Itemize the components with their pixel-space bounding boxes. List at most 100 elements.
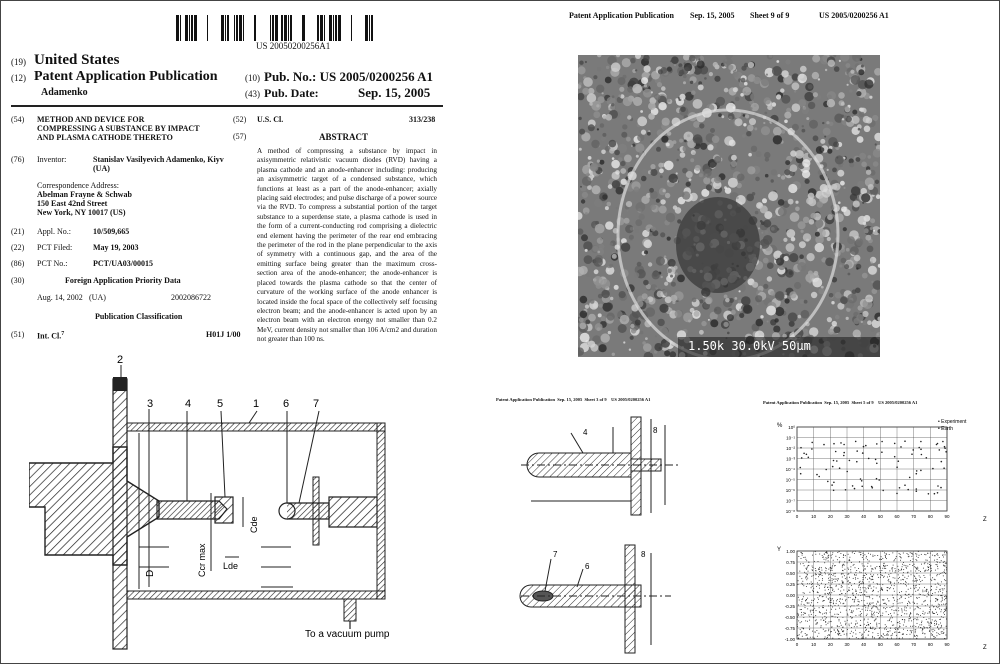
svg-text:70: 70 [911, 642, 917, 647]
svg-text:10⁻⁴: 10⁻⁴ [786, 467, 795, 472]
abstract-text: A method of compressing a substance by i… [257, 147, 437, 344]
legend-experiment: • Experiment [938, 419, 967, 425]
svg-text:10⁻²: 10⁻² [786, 446, 795, 451]
label-5: 5 [217, 398, 223, 410]
svg-text:-0.50: -0.50 [785, 615, 796, 620]
sem-micrograph: 1.50k 30.0kV 50μm [578, 55, 880, 357]
flange-top [630, 416, 642, 516]
dim-cde: Cde [249, 516, 259, 533]
fig5-y-label-top: % [777, 423, 783, 429]
label-6: 6 [283, 398, 289, 410]
correspondence-line-3: New York, NY 10017 (US) [37, 208, 126, 217]
sheet9-number: US 2005/0200256 A1 [819, 11, 889, 20]
int-cl-label: Int. Cl.7 [37, 331, 65, 341]
code-12: (12) [11, 73, 26, 83]
sem-texture [578, 55, 880, 357]
int-cl: H01J 1/00 [206, 330, 241, 339]
dim-d: D [145, 570, 156, 577]
label-1: 1 [253, 398, 259, 410]
svg-text:-0.25: -0.25 [785, 604, 796, 609]
cathode-holder [29, 446, 160, 566]
fig3-label-7: 7 [553, 550, 558, 559]
device-drawing: 2 3 4 5 1 6 7 Ccr max Lde Cde D To a vac… [29, 354, 390, 650]
dim-lde: Lde [223, 561, 238, 571]
svg-text:10⁻³: 10⁻³ [786, 457, 795, 462]
label-7: 7 [313, 398, 319, 410]
code-57: (57) [233, 132, 247, 141]
fig3-label-8-bottom: 8 [641, 550, 646, 559]
flange-bottom [624, 544, 636, 654]
svg-text:20: 20 [828, 642, 834, 647]
top-flange [113, 377, 127, 391]
chamber-top-wall [126, 422, 386, 432]
svg-text:20: 20 [828, 514, 834, 519]
sheet9-sheet: Sheet 9 of 9 [750, 11, 790, 20]
svg-text:0.50: 0.50 [786, 571, 795, 576]
foreign-country: (UA) [89, 293, 106, 302]
label-3: 3 [147, 398, 153, 410]
svg-text:0: 0 [796, 514, 799, 519]
foreign-number: 2002086722 [171, 293, 211, 302]
pct-no-label: PCT No.: [37, 259, 68, 268]
svg-text:50: 50 [878, 514, 884, 519]
code-21: (21) [11, 227, 25, 236]
publication-number: Pub. No.: US 2005/0200256 A1 [264, 69, 434, 84]
foreign-date: Aug. 14, 2002 [37, 293, 83, 302]
legend-earth: • Earth [938, 426, 953, 432]
pub-date: Sep. 15, 2005 [358, 85, 431, 100]
svg-text:0.75: 0.75 [786, 560, 795, 565]
barcode-number: US 20050200256A1 [256, 41, 331, 51]
bottom-scatter-plot: 1.000.750.500.250.00-0.25-0.50-0.75-1.00… [785, 549, 950, 647]
svg-text:90: 90 [944, 642, 950, 647]
publication-classification-title: Publication Classification [95, 312, 183, 321]
pct-filed-label: PCT Filed: [37, 243, 73, 252]
inventor-line-1: Stanislav Vasilyevich Adamenko, Kiyv [93, 155, 224, 164]
publication-type: Patent Application Publication [34, 69, 218, 84]
inventor-surname: Adamenko [41, 87, 88, 98]
anode-holder [328, 496, 378, 528]
title-line-2: COMPRESSING A SUBSTANCE BY IMPACT [37, 124, 200, 133]
code-86: (86) [11, 259, 25, 268]
fig5-y-label-bottom: Y [777, 547, 781, 553]
code-30: (30) [11, 276, 25, 285]
pct-filed-date: May 19, 2003 [93, 243, 139, 252]
svg-text:0.00: 0.00 [786, 593, 795, 598]
us-cl-label: U.S. Cl. [257, 115, 284, 124]
anode-flange [312, 476, 320, 546]
svg-text:30: 30 [844, 642, 850, 647]
pct-number: PCT/UA03/00015 [93, 259, 153, 268]
svg-text:10⁻¹: 10⁻¹ [786, 436, 795, 441]
svg-text:10: 10 [811, 642, 817, 647]
title-line-3: AND PLASMA CATHODE THERETO [37, 133, 173, 142]
inventor-label: Inventor: [37, 155, 67, 164]
svg-text:-1.00: -1.00 [785, 637, 796, 642]
svg-text:1.00: 1.00 [786, 549, 795, 554]
fig5-x-label-top: Z [983, 517, 987, 523]
svg-text:10⁻⁵: 10⁻⁵ [786, 478, 795, 483]
vacuum-pump-label: To a vacuum pump [305, 629, 390, 640]
svg-text:40: 40 [861, 514, 867, 519]
correspondence-line-2: 150 East 42nd Street [37, 199, 108, 208]
inventor-line-2: (UA) [93, 164, 110, 173]
abstract-title: ABSTRACT [319, 132, 369, 142]
chamber-bottom-wall [126, 590, 386, 600]
svg-text:40: 40 [861, 642, 867, 647]
svg-text:0: 0 [796, 642, 799, 647]
figure-5-sheet: % • Experiment • Earth 10⁰10⁻¹10⁻²10⁻³10… [777, 419, 987, 651]
svg-text:90: 90 [944, 514, 950, 519]
svg-text:80: 80 [928, 514, 934, 519]
code-43: (43) [245, 89, 260, 99]
us-cl: 313/238 [409, 115, 436, 124]
anode-rod [287, 502, 330, 520]
foreign-priority-title: Foreign Application Priority Data [65, 276, 181, 285]
svg-text:30: 30 [844, 514, 850, 519]
svg-text:0.25: 0.25 [786, 582, 795, 587]
fig5-x-label-bottom: Z [983, 645, 987, 651]
appl-number: 10/509,665 [93, 227, 130, 236]
svg-text:80: 80 [928, 642, 934, 647]
svg-text:10⁻⁷: 10⁻⁷ [786, 499, 795, 504]
sheet5-header: Patent Application Publication Sep. 15, … [763, 400, 918, 405]
code-19: (19) [11, 57, 26, 67]
